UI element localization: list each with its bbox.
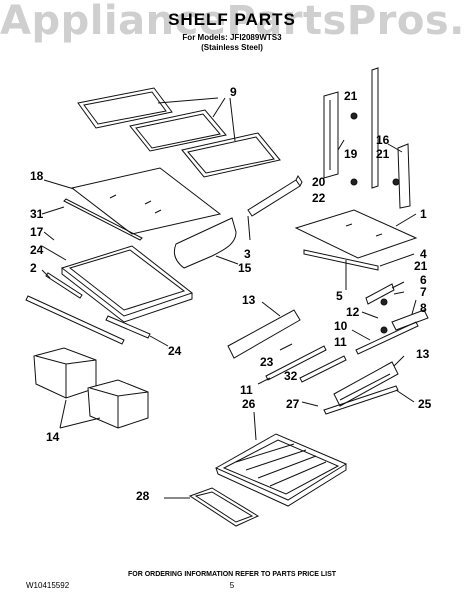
callout-21-top: 21 (344, 89, 358, 103)
callout-7: 7 (420, 285, 427, 299)
slide-assembly (257, 343, 347, 385)
doc-number: W10415592 (26, 581, 70, 590)
page-number: 5 (229, 581, 235, 590)
bracket-part-3 (247, 175, 303, 241)
trim-strip-part-31 (41, 198, 143, 241)
callout-15: 15 (238, 261, 252, 275)
glass-shelf-part-1 (294, 209, 418, 259)
crisper-drawer-part-14 (33, 347, 149, 429)
callout-17: 17 (30, 225, 44, 239)
callout-27: 27 (286, 397, 300, 411)
vertical-rail-part-19 (323, 67, 379, 189)
callout-19: 19 (344, 147, 358, 161)
page-title: SHELF PARTS (168, 10, 296, 29)
watermark: AppliancePartsPros.com (0, 0, 464, 44)
cover-part-15 (173, 217, 239, 269)
callout-24-bottom: 24 (168, 344, 182, 358)
callout-23: 23 (260, 355, 274, 369)
callout-1: 1 (420, 207, 427, 221)
glass-shelf-part-9 (77, 87, 281, 178)
callout-2: 2 (30, 261, 37, 275)
bar-part-25 (301, 385, 415, 415)
callout-28: 28 (136, 489, 150, 503)
ordering-note: FOR ORDERING INFORMATION REFER TO PARTS … (127, 571, 337, 578)
callout-8: 8 (420, 301, 427, 315)
model-line: For Models: JFI2089WTS3 (182, 33, 282, 42)
callout-31: 31 (30, 207, 44, 221)
bracket-part-8 (391, 299, 429, 331)
callout-26: 26 (242, 397, 256, 411)
rails-part-10-11-12 (351, 311, 419, 355)
callout-6: 6 (420, 273, 427, 287)
callout-32: 32 (284, 369, 298, 383)
callout-12: 12 (346, 305, 360, 319)
callout-18: 18 (30, 169, 44, 183)
screws-part-21-22 (350, 112, 400, 334)
bracket-part-16 (387, 143, 411, 209)
callout-11-right: 11 (334, 335, 347, 349)
finish-line: (Stainless Steel) (201, 43, 263, 52)
callout-4: 4 (420, 247, 427, 261)
rail-part-13-left (227, 301, 301, 359)
bracket-part-7 (365, 281, 405, 305)
drawer-part-26 (214, 411, 348, 507)
rail-part-2 (41, 269, 83, 299)
tray-part-28 (164, 487, 260, 527)
callout-25: 25 (418, 397, 432, 411)
callout-21-right: 21 (414, 259, 428, 273)
callout-24-top: 24 (30, 243, 44, 257)
callout-21-mid: 21 (376, 147, 390, 161)
callout-9: 9 (230, 85, 237, 99)
callout-3: 3 (244, 247, 251, 261)
callout-11-left: 11 (240, 383, 253, 397)
callout-14: 14 (46, 430, 60, 444)
callout-13-left: 13 (242, 293, 256, 307)
callout-22: 22 (312, 191, 326, 205)
bar-part-24 (25, 295, 169, 347)
callout-labels: 9 18 31 17 24 2 3 15 24 14 13 23 32 11 2… (30, 85, 432, 503)
glass-shelf-part-18 (43, 167, 222, 235)
shelf-frame-part-17 (41, 231, 194, 323)
callout-16: 16 (376, 133, 390, 147)
callout-5: 5 (336, 289, 343, 303)
callout-10: 10 (334, 319, 348, 333)
callout-13-right: 13 (416, 347, 430, 361)
callout-20: 20 (312, 175, 326, 189)
rail-part-13-right (333, 355, 405, 407)
strip-part-4 (303, 249, 415, 271)
